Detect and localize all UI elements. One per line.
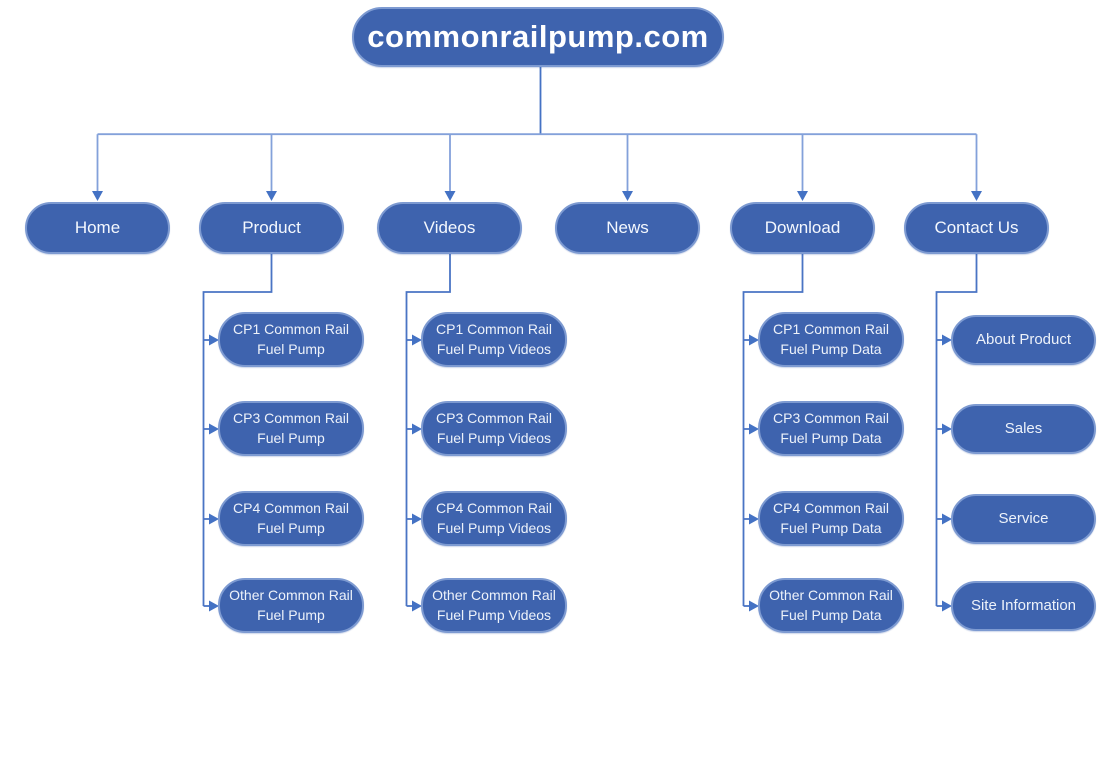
node-other-common-rail-fuel-pump: Other Common Rail Fuel Pump [218,578,364,633]
section-node-download: Download [730,202,875,254]
section-node-news: News [555,202,700,254]
node-cp1-common-rail-fuel-pump: CP1 Common Rail Fuel Pump [218,312,364,367]
section-node-product: Product [199,202,344,254]
node-site-information: Site Information [951,581,1096,631]
root-node-commonrailpump: commonrailpump.com [352,7,724,67]
node-service: Service [951,494,1096,544]
node-other-common-rail-fuel-pump-videos: Other Common Rail Fuel Pump Videos [421,578,567,633]
node-cp4-common-rail-fuel-pump-data: CP4 Common Rail Fuel Pump Data [758,491,904,546]
node-other-common-rail-fuel-pump-data: Other Common Rail Fuel Pump Data [758,578,904,633]
node-about-product: About Product [951,315,1096,365]
section-node-home: Home [25,202,170,254]
section-node-videos: Videos [377,202,522,254]
node-cp4-common-rail-fuel-pump: CP4 Common Rail Fuel Pump [218,491,364,546]
node-cp3-common-rail-fuel-pump: CP3 Common Rail Fuel Pump [218,401,364,456]
section-node-contact-us: Contact Us [904,202,1049,254]
node-cp3-common-rail-fuel-pump-data: CP3 Common Rail Fuel Pump Data [758,401,904,456]
node-cp4-common-rail-fuel-pump-videos: CP4 Common Rail Fuel Pump Videos [421,491,567,546]
node-cp1-common-rail-fuel-pump-data: CP1 Common Rail Fuel Pump Data [758,312,904,367]
node-cp3-common-rail-fuel-pump-videos: CP3 Common Rail Fuel Pump Videos [421,401,567,456]
node-cp1-common-rail-fuel-pump-videos: CP1 Common Rail Fuel Pump Videos [421,312,567,367]
node-sales: Sales [951,404,1096,454]
